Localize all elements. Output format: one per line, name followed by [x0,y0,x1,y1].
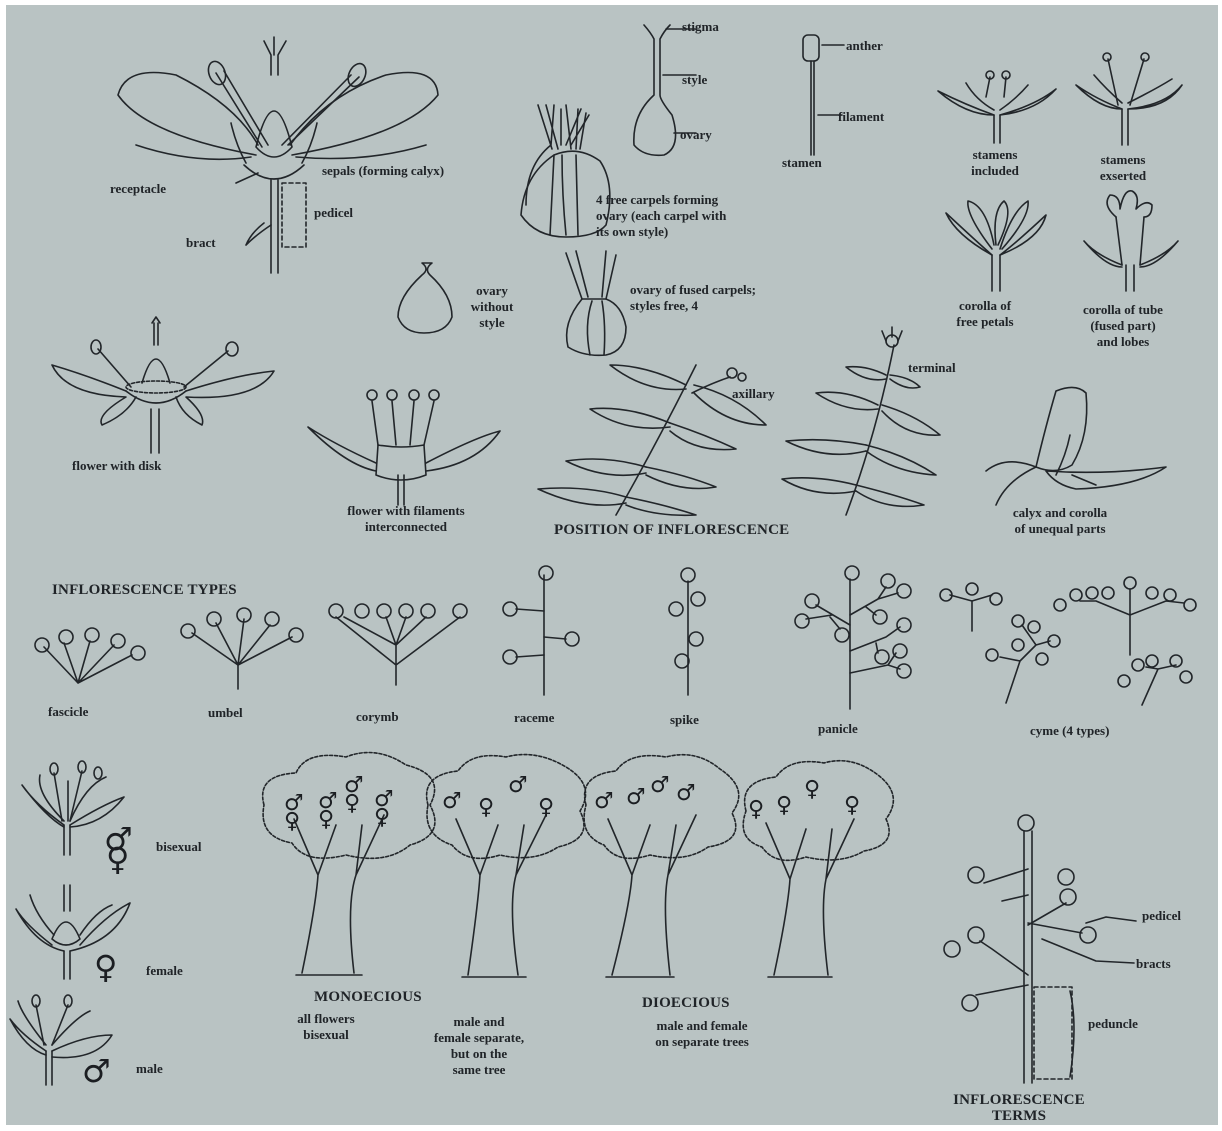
line-drawings [6,5,1218,1125]
male-symbol: ♂ [442,791,462,813]
label-position-of-inflorescence: POSITION OF INFLORESCENCE [554,522,789,538]
flower-filaments-drawing [308,390,500,505]
stamens-exserted-drawing [1076,53,1182,145]
corymb-drawing [329,604,467,685]
female-symbol: ♀ [374,807,390,829]
female-symbol: ♀ [776,795,792,817]
label-female: female [146,963,183,979]
female-symbol: ♀ [538,797,554,819]
label-four-free-carpels: 4 free carpels forming ovary (each carpe… [596,192,726,240]
label-corymb: corymb [356,709,399,725]
male-symbol: ♂ [508,775,528,797]
panicle-drawing [795,566,911,709]
label-male-female-same-tree: male and female separate, but on the sam… [402,1014,556,1078]
female-symbol: ♀ [318,809,334,831]
fused-carpels-drawing [566,251,626,355]
stamen-drawing [803,35,844,155]
label-corolla-free-petals: corolla of free petals [940,298,1030,330]
label-ovary: ovary [680,127,712,143]
label-anther: anther [846,38,883,54]
botany-diagram-sheet: stigma style ovary anther filament stame… [6,5,1218,1125]
female-symbol: ♀ [344,793,360,815]
terminal-plant-drawing [782,327,940,515]
female-symbol: ♀ [748,799,764,821]
label-pedicel: pedicel [314,205,353,221]
label-stamens-exserted: stamens exserted [1086,152,1160,184]
male-symbol: ♂ [650,775,670,797]
stamens-included-drawing [938,71,1056,143]
female-symbol: ♀ [106,843,129,875]
label-style: style [682,72,707,88]
female-symbol: ♀ [284,811,300,833]
umbel-drawing [181,608,303,689]
male-symbol: ♂ [676,783,696,805]
flower-parts-drawing [118,37,438,273]
label-stigma: stigma [682,19,719,35]
male-symbol: ♂ [594,791,614,813]
label-calyx-corolla-unequal: calyx and corolla of unequal parts [974,505,1146,537]
tree-monoecious-separate [427,755,586,977]
label-axillary: axillary [732,386,775,402]
label-pedicel-terms: pedicel [1142,908,1181,924]
label-inflorescence-terms: INFLORESCENCE TERMS [924,1092,1114,1124]
male-symbol: ♂ [626,787,646,809]
raceme-drawing [503,566,579,695]
fascicle-drawing [35,628,145,683]
label-male: male [136,1061,163,1077]
corolla-free-petals-drawing [946,201,1046,291]
label-ovary-fused-carpels: ovary of fused carpels; styles free, 4 [630,282,756,314]
female-symbol: ♀ [804,779,820,801]
label-all-flowers-bisexual: all flowers bisexual [276,1011,376,1043]
label-spike: spike [670,712,699,728]
label-umbel: umbel [208,705,243,721]
label-bisexual: bisexual [156,839,202,855]
label-flower-with-disk: flower with disk [72,458,161,474]
label-filament: filament [838,109,884,125]
label-corolla-tube: corolla of tube (fused part) and lobes [1056,302,1190,350]
label-flower-filaments: flower with filaments interconnected [306,503,506,535]
corolla-tube-drawing [1084,191,1178,291]
label-cyme: cyme (4 types) [1030,723,1109,739]
label-inflorescence-types: INFLORESCENCE TYPES [52,582,237,598]
label-dioecious-desc: male and female on separate trees [610,1018,794,1050]
label-terminal: terminal [908,360,956,376]
female-symbol: ♀ [94,951,117,983]
female-symbol: ♀ [844,795,860,817]
label-panicle: panicle [818,721,858,737]
label-stamen: stamen [782,155,822,171]
label-bracts: bracts [1136,956,1171,972]
inflorescence-terms-drawing [944,815,1136,1083]
label-ovary-without-style: ovary without style [452,283,532,331]
label-raceme: raceme [514,710,554,726]
male-symbol: ♂ [82,1055,111,1087]
label-receptacle: receptacle [110,181,166,197]
label-peduncle: peduncle [1088,1016,1138,1032]
ovary-without-style-drawing [398,263,452,333]
label-stamens-included: stamens included [956,147,1034,179]
flower-with-disk-drawing [52,317,274,453]
label-monoecious: MONOECIOUS [314,989,422,1005]
label-sepals: sepals (forming calyx) [322,163,444,179]
label-bract: bract [186,235,216,251]
cyme-drawing [940,577,1196,705]
female-symbol: ♀ [478,797,494,819]
spike-drawing [669,568,705,695]
label-dioecious: DIOECIOUS [642,995,730,1011]
unequal-parts-flower-drawing [986,387,1166,505]
label-fascicle: fascicle [48,704,88,720]
